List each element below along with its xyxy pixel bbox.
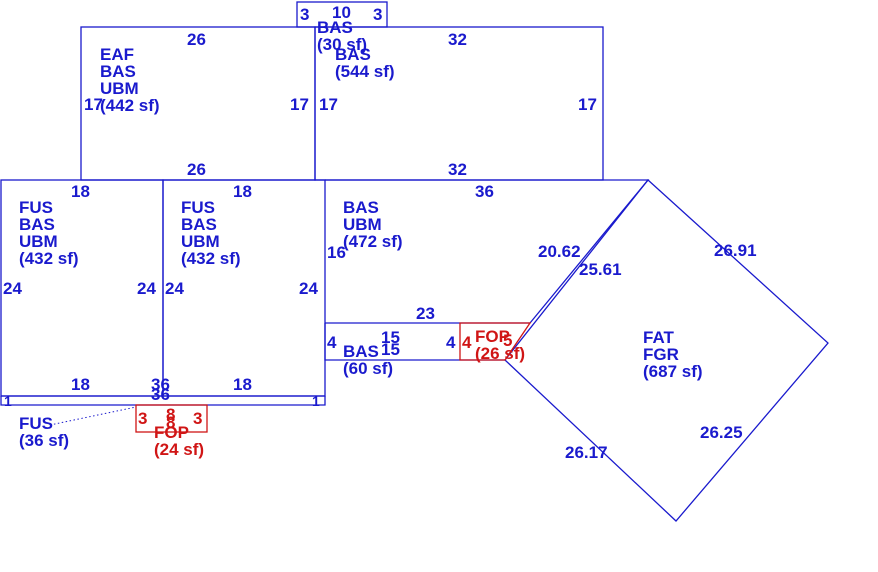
area-label-bas-ubm: BAS UBM (472 sf) <box>343 198 403 251</box>
fat-outline <box>504 179 829 522</box>
sketch-outlines <box>0 1 829 522</box>
dimension-label: 24 <box>3 279 22 298</box>
porch-dimension-label: 5 <box>503 331 512 350</box>
porch-dimension-label: 3 <box>138 409 147 428</box>
dimension-label: 24 <box>165 279 184 298</box>
area-label-fat: FAT FGR (687 sf) <box>643 328 703 381</box>
bas-ubm-outline <box>325 179 650 324</box>
fus-36-leader <box>49 406 137 426</box>
fop-24-outline <box>135 404 208 433</box>
dimension-label: 4 <box>446 333 456 352</box>
dimension-label: 15 <box>381 328 400 347</box>
porch-dimension-label: 8 <box>166 413 175 432</box>
dimension-label: 24 <box>137 279 156 298</box>
dimension-label: 36 <box>475 182 494 201</box>
dimension-label: 17 <box>578 95 597 114</box>
dimension-label: 20.62 <box>538 242 581 261</box>
porch-dimension-label: 3 <box>193 409 202 428</box>
area-label-fop-24: FOP (24 sf) <box>154 423 204 459</box>
dimension-label: 15 <box>381 340 400 359</box>
dimension-label: 17 <box>290 95 309 114</box>
area-label-fop-26: FOP (26 sf) <box>475 327 525 363</box>
porch-dimension-label: 8 <box>166 405 175 424</box>
dimension-label: 25.61 <box>579 260 622 279</box>
dimension-label: 26.91 <box>714 241 757 260</box>
dimension-label: 36 <box>151 385 170 404</box>
dimension-label: 18 <box>71 182 90 201</box>
area-label-bas-60: BAS (60 sf) <box>343 342 393 378</box>
dimension-label: 3 <box>300 5 309 24</box>
area-label-eaf: EAF BAS UBM (442 sf) <box>100 45 160 115</box>
area-label-fus-mid: FUS BAS UBM (432 sf) <box>181 198 241 268</box>
porch-dimension-label: 4 <box>462 333 472 352</box>
dimension-label: 10 <box>332 3 351 22</box>
area-label-bas-top: BAS (544 sf) <box>335 45 395 81</box>
dimension-label: 26.17 <box>565 443 608 462</box>
dimension-label: 36 <box>151 375 170 394</box>
dimension-label: 32 <box>448 160 467 179</box>
dimension-label: 26.25 <box>700 423 743 442</box>
dimension-label: 18 <box>233 375 252 394</box>
dimension-label: 16 <box>327 243 346 262</box>
area-label-fus-36: FUS (36 sf) <box>19 414 69 450</box>
dimension-label: 32 <box>448 30 467 49</box>
dimension-label: 26 <box>187 160 206 179</box>
dimension-label: 26 <box>187 30 206 49</box>
dimension-label: 24 <box>299 279 318 298</box>
dimension-label: 1 <box>4 393 12 409</box>
area-labels: EAF BAS UBM (442 sf) BAS (30 sf) BAS (54… <box>19 18 703 459</box>
area-label-fus-left: FUS BAS UBM (432 sf) <box>19 198 79 268</box>
dimension-label: 1 <box>312 393 320 409</box>
dimension-label: 4 <box>327 333 337 352</box>
fop-26-outline <box>459 322 532 361</box>
porch-dimension-labels: 4 5 3 8 8 3 <box>138 331 512 432</box>
dimension-label: 17 <box>319 95 338 114</box>
dimension-labels: 3 10 3 26 32 17 17 17 17 26 32 18 18 36 … <box>3 3 757 462</box>
area-label-bas-small: BAS (30 sf) <box>317 18 367 54</box>
bas-60-outline <box>324 323 505 361</box>
dimension-label: 18 <box>71 375 90 394</box>
dimension-label: 23 <box>416 304 435 323</box>
dimension-label: 3 <box>373 5 382 24</box>
dimension-label: 17 <box>84 95 103 114</box>
dimension-label: 18 <box>233 182 252 201</box>
